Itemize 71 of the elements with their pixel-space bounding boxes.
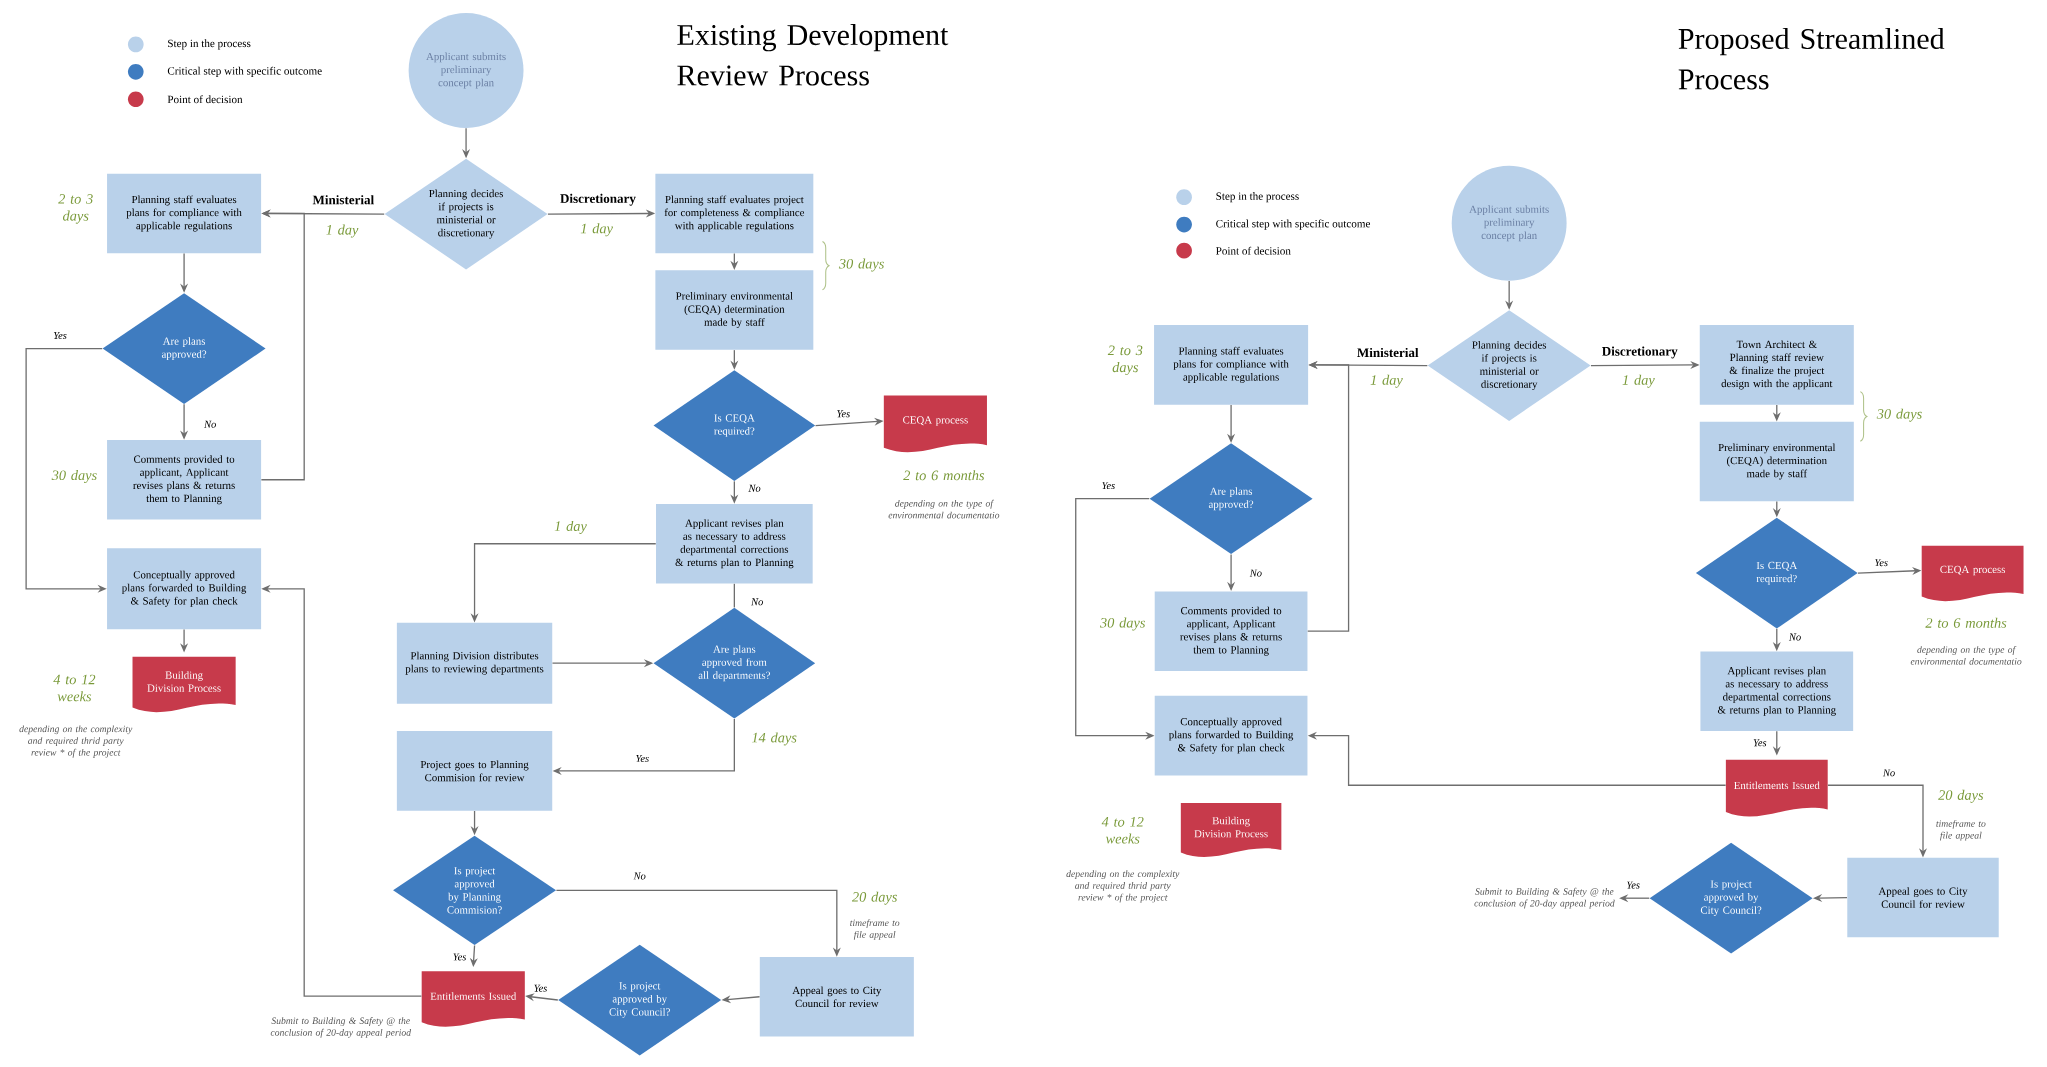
duration-label: 2 to 3 days	[1107, 345, 1143, 376]
edge-label: Ministerial	[1355, 346, 1420, 359]
duration-label: 4 to 12 weeks	[53, 674, 96, 702]
duration-label: 4 to 12 weeks	[1101, 817, 1144, 844]
note-text: depending on the complexity and required thrid party review * of the project	[1066, 870, 1180, 903]
process-box: Planning staff evaluates plans for compliance with applicable regulations	[107, 173, 262, 254]
process-box: Conceptually approved plans forwarded to Building & Safety for plan check	[1154, 696, 1308, 776]
process-box: Town Architect & Planning staff review & finalize the project design with the applicant	[1699, 325, 1854, 405]
heading: Proposed Streamlined Process	[1678, 28, 1945, 90]
duration-label: 2 to 3 days	[58, 194, 93, 224]
process-box: Comments provided to applicant, Applicant revises plans & returns them to Planning	[107, 440, 262, 520]
process-box: Planning staff evaluates plans for compliance with applicable regulations	[1154, 325, 1309, 405]
edge-label: No	[747, 483, 762, 494]
duration-label: 30 days	[1100, 617, 1146, 631]
edge-label: Yes	[1751, 738, 1768, 748]
edge-label: Yes	[52, 330, 69, 341]
process-box: Preliminary environmental (CEQA) determination made by staff	[1699, 421, 1854, 502]
duration-label: 2 to 6 months	[1925, 617, 2007, 628]
legend-label: Critical step with specific outcome	[1216, 219, 1370, 230]
note-text: Submit to Building & Safety @ the conclusion of 20-day appeal period	[270, 1017, 412, 1038]
duration-label: 1 day	[1370, 374, 1403, 388]
edge-label: Yes	[451, 952, 468, 962]
process-box: Applicant revises plan as necessary to address departmental corrections & returns plan to Planning	[1700, 651, 1854, 732]
edge-label: Yes	[532, 983, 549, 994]
note-text: depending on the type of environmental documentatio	[888, 500, 1000, 519]
edge-label: No	[1787, 632, 1803, 643]
edge-label: Ministerial	[311, 194, 376, 206]
process-box: Planning staff evaluates project for completeness & compliance with applicable regulations	[655, 173, 814, 254]
edge-label: Yes	[835, 409, 852, 419]
legend-label: Step in the process	[1216, 192, 1299, 203]
edge-label: No	[1881, 768, 1897, 778]
edge-label: Yes	[1100, 481, 1117, 491]
legend-label: Critical step with specific outcome	[167, 66, 322, 78]
note-text: timeframe to file appeal	[1936, 820, 1986, 841]
edge-label: No	[749, 597, 765, 607]
process-box: Appeal goes to City Council for review	[759, 957, 914, 1037]
process-box: Appeal goes to City Council for review	[1847, 857, 1999, 938]
legend-label: Point of decision	[1216, 246, 1291, 255]
edge-label: Discretionary	[558, 192, 638, 208]
connector-line	[733, 583, 735, 609]
process-box: Applicant revises plan as necessary to address departmental corrections & returns plan to Planning	[656, 504, 813, 584]
edge-label: No	[202, 419, 218, 430]
duration-label: 30 days	[1876, 408, 1922, 422]
note-text: depending on the complexity and required thrid party review * of the project	[19, 725, 133, 758]
process-box: Project goes to Planning Commision for review	[396, 731, 553, 811]
note-text: Submit to Building & Safety @ the conclusion of 20-day appeal period	[1474, 888, 1615, 909]
edge-label: Yes	[1873, 558, 1890, 568]
edge-label: Discretionary	[1600, 345, 1679, 360]
duration-label: 20 days	[1938, 790, 1984, 804]
duration-label: 30 days	[51, 470, 97, 484]
note-text: depending on the type of environmental documentatio	[1910, 646, 2022, 665]
legend-label: Step in the process	[168, 39, 251, 50]
process-box: Preliminary environmental (CEQA) determination made by staff	[655, 270, 814, 351]
duration-label: 30 days	[838, 258, 884, 272]
process-box: Conceptually approved plans forwarded to Building & Safety for plan check	[107, 548, 262, 630]
duration-label: 1 day	[326, 224, 359, 238]
duration-label: 20 days	[851, 891, 897, 905]
edge-label: Yes	[634, 753, 651, 764]
process-box: Planning Division distributes plans to reviewing departments	[396, 622, 553, 704]
process-box: Comments provided to applicant, Applicant revises plans & returns them to Planning	[1154, 591, 1308, 672]
note-text: timeframe to file appeal	[850, 919, 900, 940]
duration-label: 1 day	[1622, 374, 1655, 388]
duration-label: 2 to 6 months	[903, 470, 985, 481]
heading: Existing Development Review Process	[677, 24, 949, 86]
edge-label: No	[1248, 568, 1264, 579]
edge-label: No	[632, 871, 648, 881]
edge-label: Yes	[1625, 880, 1642, 891]
legend-label: Point of decision	[167, 95, 243, 104]
duration-label: 1 day	[580, 223, 613, 237]
duration-label: 14 days	[751, 732, 797, 746]
duration-label: 1 day	[554, 521, 587, 535]
